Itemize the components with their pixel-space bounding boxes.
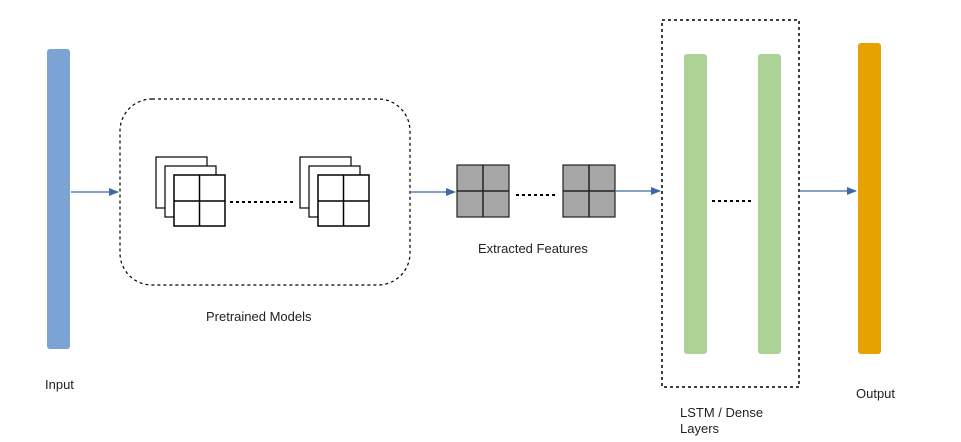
feature-block-1 xyxy=(456,164,510,218)
output-bar xyxy=(858,43,881,354)
model-stack-icon-1 xyxy=(155,156,226,227)
input-bar xyxy=(47,49,70,349)
model-stack-icon-2 xyxy=(299,156,370,227)
lstm-layer-bar-1 xyxy=(684,54,707,354)
pretrained-models-label: Pretrained Models xyxy=(206,309,312,324)
output-label: Output xyxy=(856,386,896,401)
lstm-dense-layers-label: LSTM / Dense Layers xyxy=(680,405,764,436)
lstm-layer-bar-2 xyxy=(758,54,781,354)
extracted-features-label: Extracted Features xyxy=(478,241,588,256)
lstm-dense-container xyxy=(661,19,800,388)
feature-block-2 xyxy=(562,164,616,218)
input-label: Input xyxy=(45,377,74,392)
